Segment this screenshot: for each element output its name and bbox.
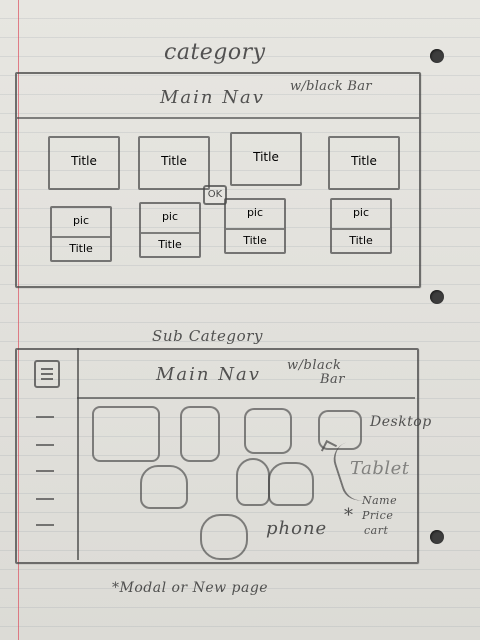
subcategory-wireframe (15, 348, 419, 564)
subcategory-sidebar (15, 348, 79, 560)
details-asterisk: * (344, 505, 354, 526)
title-tile: Title (48, 136, 120, 190)
sidebar-dash (36, 470, 54, 472)
footer-note: *Modal or New page (112, 580, 269, 596)
category-heading: category (164, 40, 266, 65)
desktop-card (180, 406, 220, 462)
title-tile-label: Title (351, 154, 377, 168)
pic-title-tile: pic Title (50, 206, 112, 262)
tile-title-label: Title (243, 234, 267, 247)
pic-label: pic (72, 214, 90, 227)
pic-label: pic (161, 210, 179, 223)
tile-divider (141, 232, 199, 234)
details-line: cart (364, 524, 389, 537)
left-margin-line (18, 0, 19, 640)
details-line: Price (362, 509, 394, 522)
binder-hole (430, 290, 444, 304)
sidebar-dash (36, 444, 54, 446)
title-tile: Title (138, 136, 210, 190)
pic-title-tile: pic Title (224, 198, 286, 254)
binder-hole (430, 530, 444, 544)
tile-title-label: Title (69, 242, 93, 255)
tile-title-label: Title (349, 234, 373, 247)
main-nav-note: w/black Bar (290, 79, 372, 94)
desktop-label: Desktop (370, 414, 432, 430)
title-tile-label: Title (161, 154, 187, 168)
tile-divider (332, 228, 390, 230)
main-nav-label: Main Nav (156, 364, 261, 385)
details-line: Name (362, 494, 398, 507)
tablet-card (268, 462, 314, 506)
tablet-label: Tablet (350, 458, 410, 479)
ok-badge: OK (203, 185, 227, 205)
main-nav-note: Bar (320, 372, 346, 387)
pic-title-tile: pic Title (139, 202, 201, 258)
main-nav-note: w/black (287, 358, 342, 373)
tablet-card (140, 465, 188, 509)
tile-title-label: Title (158, 238, 182, 251)
phone-label: phone (266, 518, 328, 539)
title-tile-label: Title (253, 150, 279, 164)
title-tile: Title (328, 136, 400, 190)
sidebar-dash (36, 524, 54, 526)
phone-card (200, 514, 248, 560)
tablet-card (236, 458, 270, 506)
desktop-card (92, 406, 160, 462)
tile-divider (226, 228, 284, 230)
hamburger-menu-icon (34, 360, 60, 388)
main-nav-label: Main Nav (160, 87, 265, 108)
category-wireframe (15, 72, 421, 288)
subcategory-topbar-divider (77, 397, 415, 399)
binder-hole (430, 49, 444, 63)
pic-title-tile: pic Title (330, 198, 392, 254)
title-tile: Title (230, 132, 302, 186)
tile-divider (52, 236, 110, 238)
sidebar-dash (36, 498, 54, 500)
pic-label: pic (352, 206, 370, 219)
sidebar-dash (36, 416, 54, 418)
pic-label: pic (246, 206, 264, 219)
title-tile-label: Title (71, 154, 97, 168)
desktop-card (244, 408, 292, 454)
subcategory-heading: Sub Category (152, 327, 264, 345)
